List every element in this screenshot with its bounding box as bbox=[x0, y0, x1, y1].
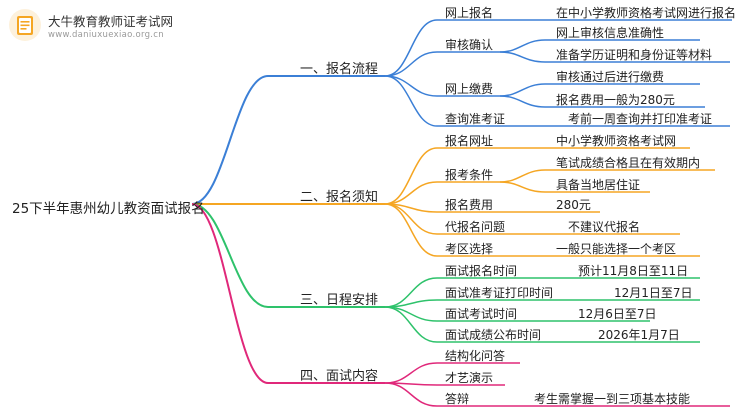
leaf-fee-280: 280元 bbox=[556, 198, 591, 212]
leaf-pay-after-review: 审核通过后进行缴费 bbox=[556, 70, 665, 84]
branch-registration-notes: 二、报名须知 bbox=[300, 190, 379, 205]
sub-talent-show: 才艺演示 bbox=[445, 371, 494, 385]
connector-root-branch4 bbox=[191, 203, 385, 384]
mindmap-root: 25下半年惠州幼儿教资面试报名 bbox=[12, 201, 205, 217]
sub-admission-ticket: 查询准考证 bbox=[445, 112, 506, 126]
leaf-basic-skills: 考生需掌握一到三项基本技能 bbox=[534, 392, 691, 406]
connector-root-branch1 bbox=[191, 75, 385, 205]
sub-review-confirm: 审核确认 bbox=[445, 38, 494, 52]
site-name: 大牛教育教师证考试网 bbox=[48, 14, 174, 29]
leaf-one-area: 一般只能选择一个考区 bbox=[556, 242, 677, 256]
leaf-results-date: 2026年1月7日 bbox=[598, 328, 680, 342]
sub-online-payment: 网上缴费 bbox=[445, 82, 494, 96]
sub-registration-time: 面试报名时间 bbox=[445, 264, 518, 278]
leaf-print-dates: 12月1日至7日 bbox=[614, 286, 693, 300]
leaf-prepare-documents: 准备学历证明和身份证等材料 bbox=[556, 48, 713, 62]
sub-exam-area: 考区选择 bbox=[445, 242, 494, 256]
branch-schedule: 三、日程安排 bbox=[300, 293, 379, 308]
sub-ticket-print-time: 面试准考证打印时间 bbox=[445, 286, 554, 300]
sub-structured-qa: 结构化问答 bbox=[445, 349, 506, 363]
leaf-print-ticket: 考前一周查询并打印准考证 bbox=[568, 112, 713, 126]
leaf-site-name: 中小学教师资格考试网 bbox=[556, 134, 677, 148]
leaf-residence-permit: 具备当地居住证 bbox=[556, 178, 641, 192]
leaf-registration-site: 在中小学教师资格考试网进行报名 bbox=[556, 6, 737, 20]
logo-book-icon bbox=[9, 9, 41, 41]
sub-defense: 答辩 bbox=[445, 392, 470, 406]
sub-results-time: 面试成绩公布时间 bbox=[445, 328, 542, 342]
leaf-fee-amount: 报名费用一般为280元 bbox=[556, 93, 675, 107]
leaf-no-proxy: 不建议代报名 bbox=[568, 220, 641, 234]
leaf-exam-dates: 12月6日至7日 bbox=[578, 307, 657, 321]
site-url: www.daniuxuexiao.org.cn bbox=[48, 30, 164, 40]
connector-root-branch3 bbox=[191, 203, 385, 308]
sub-proxy-registration: 代报名问题 bbox=[445, 220, 506, 234]
sub-registration-url: 报名网址 bbox=[445, 134, 494, 148]
leaf-verify-info: 网上审核信息准确性 bbox=[556, 26, 665, 40]
branch-interview-content: 四、面试内容 bbox=[300, 369, 379, 384]
leaf-written-passed: 笔试成绩合格且在有效期内 bbox=[556, 156, 701, 170]
branch-registration-process: 一、报名流程 bbox=[300, 62, 379, 77]
sub-online-registration: 网上报名 bbox=[445, 6, 494, 20]
leaf-registration-dates: 预计11月8日至11日 bbox=[578, 264, 689, 278]
sub-eligibility: 报考条件 bbox=[445, 168, 494, 182]
sub-exam-time: 面试考试时间 bbox=[445, 307, 518, 321]
sub-fee: 报名费用 bbox=[445, 198, 494, 212]
